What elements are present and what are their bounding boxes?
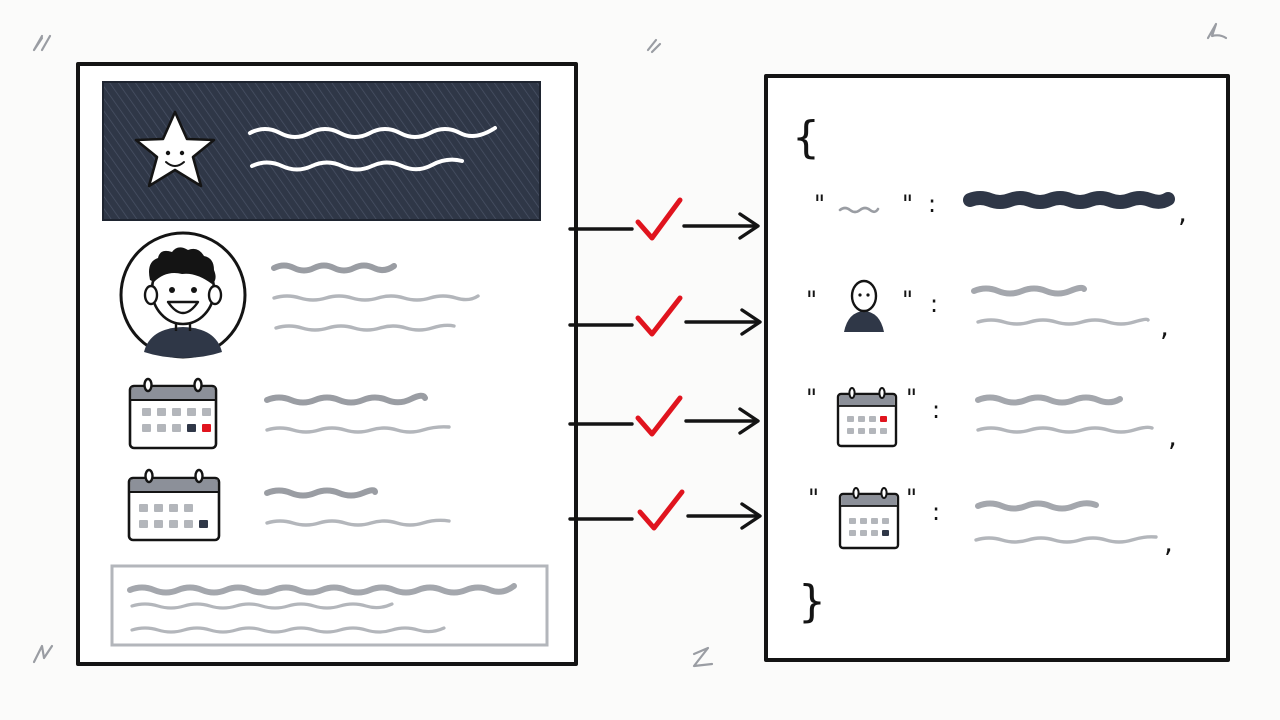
smiling-star-icon xyxy=(134,110,216,188)
value-scribble xyxy=(975,500,1099,512)
json-page xyxy=(764,74,1230,662)
row-value-scribble xyxy=(265,425,451,434)
double-tick-mark-icon xyxy=(32,644,54,664)
hook-mark-icon xyxy=(1206,22,1228,40)
json-entry-person: " " : , xyxy=(806,279,1169,343)
source-document xyxy=(76,62,578,666)
calendar-red-date-icon xyxy=(128,377,218,450)
calendar-dark-date-icon xyxy=(838,487,900,550)
value-scribble xyxy=(974,535,1158,544)
colon: : xyxy=(930,290,938,318)
footer-scribble xyxy=(130,602,394,610)
decorative-marks xyxy=(32,22,1228,668)
double-tick-mark-icon xyxy=(32,34,52,52)
comma: , xyxy=(1160,310,1169,343)
person-icon xyxy=(844,279,884,332)
header-banner xyxy=(102,81,541,221)
mapping-arrow xyxy=(568,197,760,241)
json-entry-date-highlighted: " " : , xyxy=(806,384,1177,453)
check-icon xyxy=(635,395,683,437)
value-scribble xyxy=(971,284,1087,297)
value-scribble xyxy=(975,394,1123,406)
mapping-arrow xyxy=(568,489,762,531)
json-close-brace: } xyxy=(798,576,826,627)
value-scribble xyxy=(976,317,1150,326)
open-quote: " xyxy=(806,286,817,314)
header-title-scribble xyxy=(248,126,497,139)
calendar-dark-date-icon xyxy=(127,468,221,542)
comma: , xyxy=(1164,526,1173,559)
colon: : xyxy=(932,396,940,424)
open-quote: " xyxy=(806,384,817,412)
row-value-scribble xyxy=(265,518,451,527)
mapping-arrow xyxy=(568,395,760,437)
row-label-scribble xyxy=(264,392,428,406)
mapping-arrow xyxy=(568,295,762,337)
value-scribble xyxy=(963,191,1175,209)
json-document: { } " " : , " " : , " xyxy=(764,74,1230,662)
row-value-scribble xyxy=(274,323,456,332)
colon: : xyxy=(932,498,940,526)
open-quote: " xyxy=(814,190,825,218)
check-icon xyxy=(635,197,683,241)
json-entry-date: " " : , xyxy=(808,484,1173,559)
json-open-brace: { xyxy=(792,112,820,163)
document-row-person xyxy=(119,231,480,359)
footer-scribble xyxy=(127,583,517,596)
colon: : xyxy=(928,190,936,218)
smiling-face-avatar-icon xyxy=(119,231,247,359)
row-label-scribble xyxy=(271,262,397,274)
document-footer-box xyxy=(110,564,549,647)
comma: , xyxy=(1168,420,1177,453)
z-mark-icon xyxy=(692,646,714,668)
small-tick-mark-icon xyxy=(646,38,662,54)
footer-scribble xyxy=(130,626,446,634)
header-subtitle-scribble xyxy=(250,157,464,172)
json-entry-title: " " : , xyxy=(814,190,1187,229)
check-icon xyxy=(637,489,685,531)
check-icon xyxy=(635,295,683,337)
mapping-arrows xyxy=(568,197,762,531)
close-quote: " xyxy=(906,484,917,512)
calendar-red-date-icon xyxy=(836,387,898,448)
open-quote: " xyxy=(808,484,819,512)
document-row-date xyxy=(127,468,451,542)
comma: , xyxy=(1178,196,1187,229)
squiggle-text-icon xyxy=(838,206,880,214)
row-value-scribble xyxy=(272,294,480,302)
row-label-scribble xyxy=(264,487,378,499)
value-scribble xyxy=(976,425,1154,434)
close-quote: " xyxy=(902,286,913,314)
close-quote: " xyxy=(902,190,913,218)
close-quote: " xyxy=(906,384,917,412)
document-row-date-highlighted xyxy=(128,377,451,450)
